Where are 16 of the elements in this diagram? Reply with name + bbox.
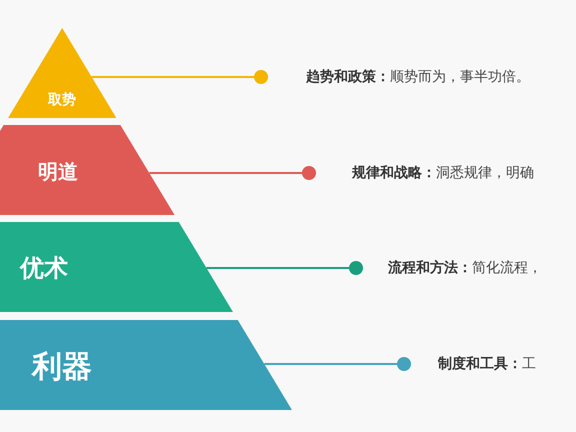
description-text: 趋势和政策：顺势而为，事半功倍。	[268, 67, 530, 87]
leader-line	[264, 357, 411, 371]
layer-label: 优术	[20, 253, 68, 284]
pyramid-layer	[0, 222, 233, 312]
description-text: 流程和方法：简化流程，	[363, 258, 542, 278]
layer-label: 利器	[32, 348, 92, 386]
layer-label: 明道	[38, 158, 78, 186]
leader-line	[206, 261, 363, 275]
description-text: 规律和战略：洞悉规律，明确	[316, 163, 534, 183]
leader-line	[92, 70, 268, 84]
pyramid-layer	[0, 320, 292, 410]
pyramid-layer	[0, 125, 175, 215]
pyramid-layer	[8, 28, 116, 118]
description-text: 制度和工具：工	[411, 354, 536, 374]
leader-line	[149, 166, 316, 180]
layer-label: 取势	[48, 91, 76, 109]
